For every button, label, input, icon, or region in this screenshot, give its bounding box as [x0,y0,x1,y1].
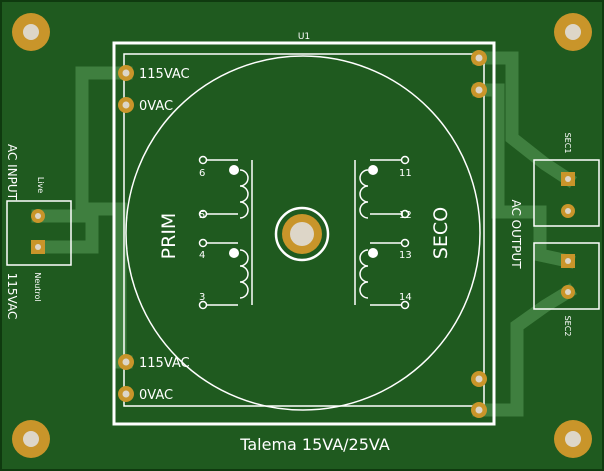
pin-6-dot [198,155,208,165]
prim-pin-label-3: 115VAC [139,356,190,371]
pin-13-dot [400,238,410,248]
pin-11-label: 11 [399,168,412,179]
mounting-hole-br-drill [565,431,581,447]
input-pad-neutral-drill [35,244,41,250]
pad-sec-1-drill [475,54,483,62]
trace-sec2 [472,283,577,417]
sec1-pad-round-drill [565,208,571,214]
pad-prim-4-drill [122,390,130,398]
pad-prim-1-drill [122,69,130,77]
pin-12-dot [400,209,410,219]
trace-sec1 [472,51,577,188]
secondary-winding-label: SECO [430,207,452,259]
polarity-dot-seco-lower [368,248,378,258]
mounting-hole-bl-drill [23,431,39,447]
pin-5-label: 5 [199,210,205,221]
prim-pin-label-2: 0VAC [139,99,173,114]
transformer-pads [118,50,487,418]
seco-coil-lower [359,242,405,306]
pad-sec-4-drill [475,406,483,414]
connector-pads [31,172,575,299]
prim-coil-lower [203,242,249,306]
pin-3-label: 3 [199,292,205,303]
pin-3-dot [198,300,208,310]
pin-14-dot [400,300,410,310]
connectors [6,159,600,310]
mounting-ring [274,206,330,262]
mounting-hole-tr-drill [565,24,581,40]
sec1-pad-square-drill [565,176,571,182]
sec2-connector-outline [533,242,600,310]
pin-5-dot [198,209,208,219]
sec2-pad-square-drill [565,258,571,264]
ac-input-title: AC INPUT [5,144,19,201]
neutral-label: Neutrol [33,272,42,301]
polarity-dot-seco-upper [368,165,378,175]
sec1-connector-outline [533,159,600,227]
footprint-reference: U1 [298,32,310,42]
prim-pin-label-4: 0VAC [139,388,173,403]
transformer-outer-frame [112,41,496,426]
seco-coil-upper [359,159,405,219]
center-mounting-drill [290,222,314,246]
winding-pins [198,155,410,310]
sec2-label: SEC2 [563,316,572,337]
trace-live [31,66,133,223]
input-connector-outline [6,200,72,266]
pin-14-label: 14 [399,292,412,303]
transformer-outline [112,41,496,426]
live-label: Live [36,177,45,193]
toroid-circle [125,55,481,411]
mounting-hole-tl-drill [23,24,39,40]
sec1-label: SEC1 [563,133,572,154]
sec2-pad-round-drill [565,289,571,295]
mounting-holes [12,13,592,458]
pin-12-label: 12 [399,210,412,221]
polarity-dot-prim-lower [229,248,239,258]
prim-pin-label-1: 115VAC [139,67,190,82]
pin-4-label: 4 [199,250,205,261]
pad-sec-3-drill [475,375,483,383]
input-pad-live-drill [35,213,41,219]
transformer-inner-frame [123,53,485,407]
winding-symbols [203,159,405,306]
prim-coil-upper [203,159,249,219]
pad-prim-3-drill [122,358,130,366]
footer-label: Talema 15VA/25VA [239,435,390,454]
pin-11-dot [400,155,410,165]
pin-6-label: 6 [199,168,205,179]
polarity-dots [229,165,378,258]
input-voltage-label: 115VAC [5,273,19,320]
pin-13-label: 13 [399,250,412,261]
polarity-dot-prim-upper [229,165,239,175]
pin-4-dot [198,238,208,248]
primary-winding-label: PRIM [158,213,180,260]
ac-output-title: AC OUTPUT [509,199,523,269]
pad-prim-2-drill [122,101,130,109]
pad-sec-2-drill [475,86,483,94]
